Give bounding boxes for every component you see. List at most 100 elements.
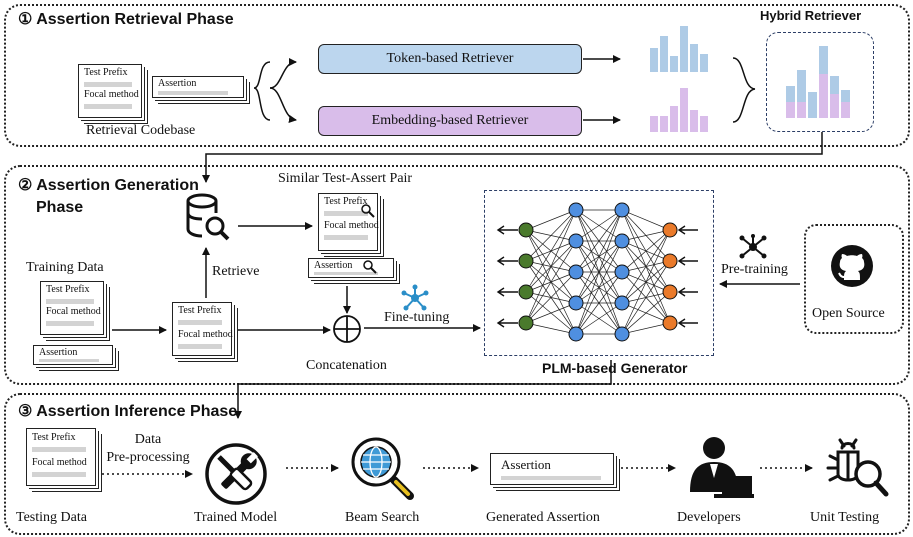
nn-edge: [575, 209, 623, 242]
nn-edge: [575, 209, 623, 304]
nn-hidden-node: [568, 295, 584, 311]
preprocessing-label-line1: Data: [134, 432, 162, 447]
plm-generator-box: [484, 190, 714, 356]
similar-assert-search-icon: [363, 260, 377, 274]
inference-phase-box: [4, 393, 910, 535]
nn-input-arrow: [677, 287, 698, 297]
generated-assertion-text: Assertion: [501, 457, 551, 472]
hybrid-retriever-label: Hybrid Retriever: [760, 8, 862, 23]
retrieve-label: Retrieve: [212, 264, 260, 279]
nn-hidden-node: [614, 264, 630, 280]
query-document: Test Prefix Focal method: [172, 302, 233, 356]
codebase-test-prefix: Test Prefix: [84, 67, 128, 78]
token-retriever-box: Token-based Retriever: [318, 44, 582, 74]
nn-edge: [575, 302, 623, 335]
nn-hidden-node: [614, 202, 630, 218]
open-source-box: [804, 224, 904, 334]
nn-edge: [621, 260, 671, 335]
codebase-assertion-label: Assertion: [158, 78, 197, 89]
token-histogram-icon: [650, 26, 708, 72]
hybrid-retriever-box: [766, 32, 874, 132]
nn-output-node: [662, 315, 678, 331]
nn-input-node: [518, 284, 534, 300]
testing-focal-method: Focal method: [32, 457, 87, 468]
nn-edge: [525, 209, 577, 262]
nn-edge: [575, 240, 623, 335]
codebase-assertion: Assertion: [152, 76, 244, 98]
embedding-retriever-box: Embedding-based Retriever: [318, 106, 582, 136]
developers-label: Developers: [677, 510, 741, 525]
codebase-document: Test Prefix Focal method: [78, 64, 142, 118]
training-document: Test Prefix Focal method: [40, 281, 104, 335]
training-focal-method: Focal method: [46, 306, 101, 317]
nn-edge: [621, 209, 671, 231]
preprocessing-label-line2: Pre-processing: [106, 450, 190, 465]
nn-input-arrow: [677, 225, 698, 235]
nn-edge: [525, 209, 577, 293]
beam-search-icon: [351, 437, 414, 500]
testing-data-label: Testing Data: [16, 510, 87, 525]
testing-test-prefix: Test Prefix: [32, 432, 76, 443]
nn-hidden-node: [568, 202, 584, 218]
nn-edge: [621, 229, 671, 335]
nn-input-node: [518, 253, 534, 269]
beam-search-label: Beam Search: [345, 510, 420, 525]
nn-hidden-node: [568, 264, 584, 280]
nn-hidden-node: [614, 326, 630, 342]
nn-input-arrow: [677, 256, 698, 266]
generated-assertion-document: Assertion: [490, 453, 614, 485]
similar-doc-search-icon: [361, 204, 375, 218]
nn-edge: [525, 209, 577, 324]
nn-hidden-node: [568, 233, 584, 249]
nn-output-arrow: [496, 256, 518, 266]
nn-edge: [621, 229, 671, 304]
nn-edge: [575, 209, 623, 335]
training-test-prefix: Test Prefix: [46, 284, 90, 295]
nn-edge: [575, 209, 623, 273]
nn-input-arrow: [677, 318, 698, 328]
similar-pair-label: Similar Test-Assert Pair: [278, 171, 413, 186]
database-search-icon: [186, 193, 230, 241]
codebase-focal-method: Focal method: [84, 89, 139, 100]
nn-output-arrow: [496, 225, 518, 235]
training-assertion-label: Assertion: [39, 347, 78, 358]
pre-training-hub-icon: [739, 234, 767, 259]
query-focal-method: Focal method: [178, 329, 233, 340]
nn-edge: [621, 291, 671, 335]
similar-assertion: Assertion: [308, 258, 394, 278]
concatenation-icon: [333, 315, 361, 343]
similar-assertion-label: Assertion: [314, 260, 353, 271]
tools-icon: [205, 443, 267, 505]
nn-edge: [525, 322, 577, 335]
unit-testing-label: Unit Testing: [810, 510, 880, 525]
nn-output-node: [662, 284, 678, 300]
nn-edge: [575, 271, 623, 335]
nn-output-node: [662, 222, 678, 238]
nn-hidden-node: [614, 233, 630, 249]
nn-edge: [525, 209, 577, 231]
similar-test-prefix: Test Prefix: [324, 196, 368, 207]
generation-phase-title-line2: Phase: [36, 199, 84, 216]
nn-hidden-node: [614, 295, 630, 311]
developer-icon: [690, 437, 754, 498]
retrieval-codebase-label: Retrieval Codebase: [86, 123, 196, 138]
retrieval-phase-box: [4, 4, 910, 147]
embedding-histogram-icon: [650, 88, 708, 132]
nn-input-node: [518, 222, 534, 238]
generation-phase-title-line1: ② Assertion Generation: [18, 177, 199, 194]
retrieval-phase-title: ① Assertion Retrieval Phase: [18, 11, 234, 28]
nn-input-node: [518, 315, 534, 331]
nn-output-node: [662, 253, 678, 269]
concatenation-label: Concatenation: [306, 358, 387, 373]
fine-tuning-hub-icon: [401, 284, 429, 311]
fine-tuning-label: Fine-tuning: [384, 310, 450, 325]
generated-assertion-label: Generated Assertion: [486, 510, 600, 525]
neural-network: [496, 202, 698, 342]
trained-model-label: Trained Model: [194, 510, 278, 525]
hybrid-histogram-icon: [786, 46, 850, 118]
nn-output-arrow: [496, 318, 518, 328]
nn-edge: [525, 271, 577, 324]
nn-edge: [621, 229, 671, 273]
github-icon: [831, 245, 873, 287]
nn-edge: [621, 322, 671, 335]
